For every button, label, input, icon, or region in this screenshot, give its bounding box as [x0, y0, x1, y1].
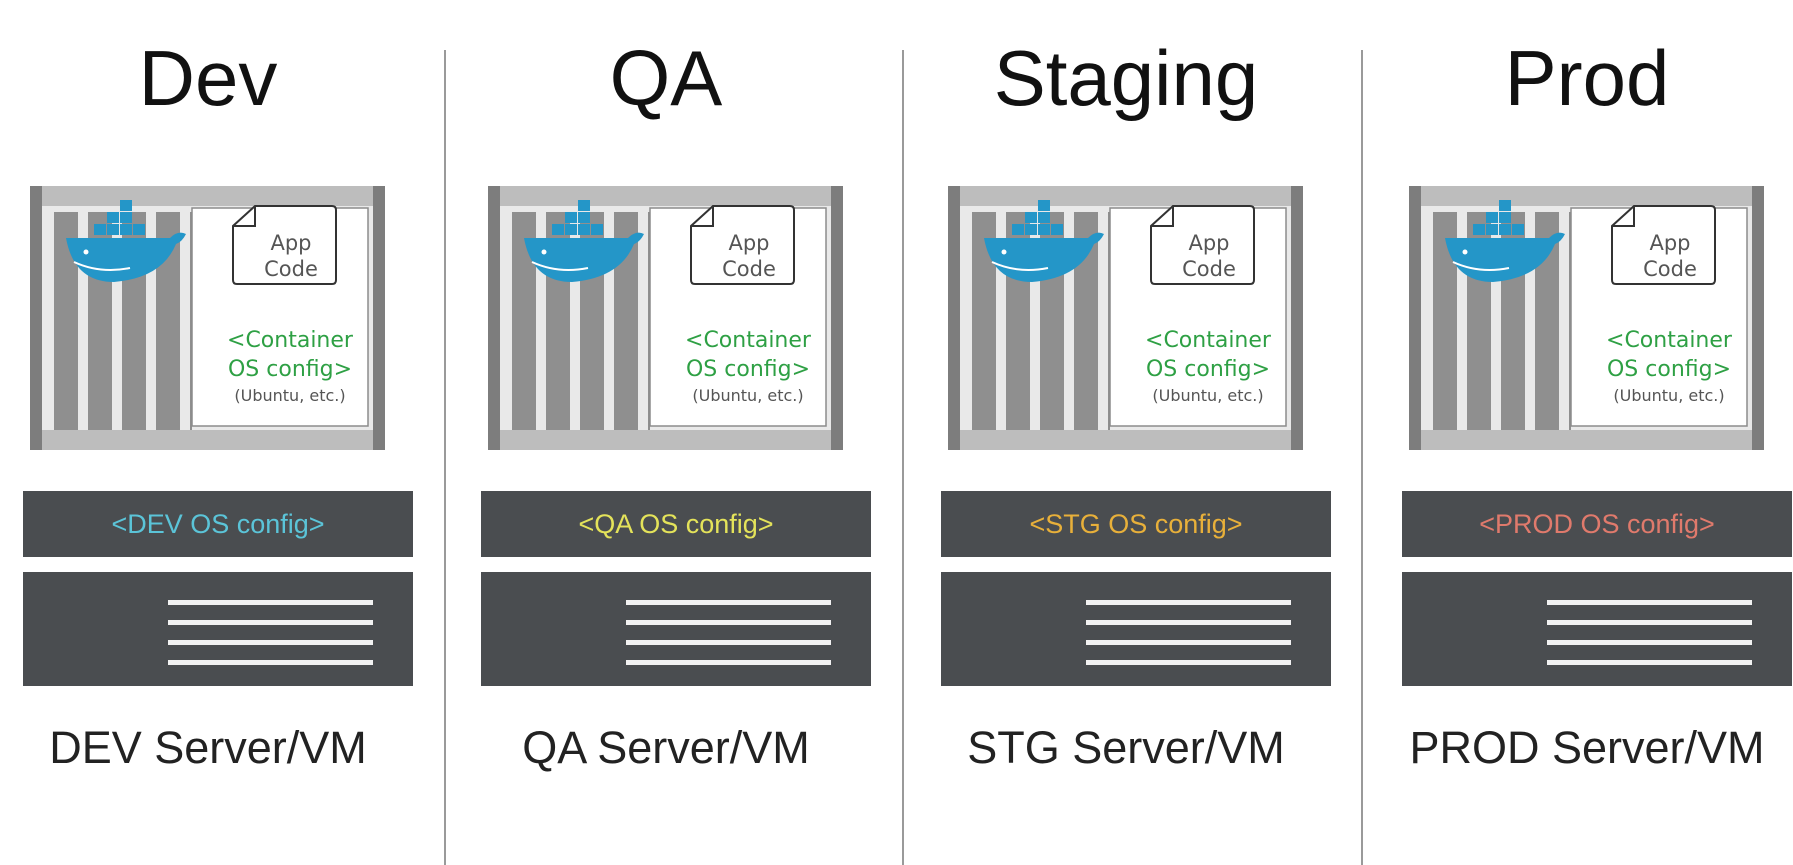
host-os-config-label: <PROD OS config>: [1479, 509, 1715, 539]
server-line: [1086, 600, 1291, 605]
environment-title: Prod: [1504, 34, 1670, 122]
server-line: [1547, 620, 1752, 625]
column-divider: [444, 50, 446, 865]
column-divider: [1361, 50, 1363, 865]
container-os-example: (Ubuntu, etc.): [692, 386, 804, 405]
environment-title: Dev: [138, 34, 278, 122]
document-icon: [1611, 205, 1716, 285]
docker-whale-icon: [66, 200, 186, 282]
host-os-config-label: <STG OS config>: [1029, 509, 1243, 539]
server-line: [1086, 620, 1291, 625]
environment-title: QA: [609, 34, 723, 122]
server-line: [1547, 640, 1752, 645]
server-line: [168, 660, 373, 665]
server-line: [626, 600, 831, 605]
container-os-config-label: <Container OS config>: [685, 328, 811, 382]
docker-whale-icon: [524, 200, 644, 282]
docker-container: App Code <Container OS config> (Ubuntu, …: [948, 186, 1303, 450]
host-os-config-bar: <QA OS config>: [481, 491, 871, 557]
host-os-config-bar: <PROD OS config>: [1402, 491, 1792, 557]
shipping-container-icon: [488, 186, 843, 450]
server-box: [23, 572, 413, 686]
container-os-config-label: <Container OS config>: [227, 328, 353, 382]
app-code-label: App Code: [264, 231, 318, 281]
environment-column: Staging App Code <Container OS config> (…: [926, 0, 1331, 865]
container-os-example: (Ubuntu, etc.): [234, 386, 346, 405]
environment-title: Staging: [993, 34, 1259, 122]
docker-container: App Code <Container OS config> (Ubuntu, …: [1409, 186, 1764, 450]
server-label: QA Server/VM: [522, 722, 810, 773]
shipping-container-icon: [1409, 186, 1764, 450]
server-line: [168, 600, 373, 605]
host-os-config-label: <QA OS config>: [578, 509, 774, 539]
server-line: [168, 620, 373, 625]
docker-whale-icon: [1445, 200, 1565, 282]
container-os-config-label: <Container OS config>: [1145, 328, 1271, 382]
docker-container: App Code <Container OS config> (Ubuntu, …: [30, 186, 385, 450]
server-box: [1402, 572, 1792, 686]
environment-column: Dev App Code <Container OS config> (Ubun…: [8, 0, 413, 865]
app-code-label: App Code: [1643, 231, 1697, 281]
docker-whale-icon: [984, 200, 1104, 282]
server-line: [1547, 600, 1752, 605]
server-line: [1086, 660, 1291, 665]
host-os-config-label: <DEV OS config>: [111, 509, 325, 539]
host-os-config-bar: <DEV OS config>: [23, 491, 413, 557]
container-os-config-label: <Container OS config>: [1606, 328, 1732, 382]
server-box: [941, 572, 1331, 686]
server-label: PROD Server/VM: [1409, 722, 1765, 773]
document-icon: [1150, 205, 1255, 285]
document-icon: [690, 205, 795, 285]
column-divider: [902, 50, 904, 865]
shipping-container-icon: [30, 186, 385, 450]
app-code-label: App Code: [722, 231, 776, 281]
server-line: [168, 640, 373, 645]
server-label: DEV Server/VM: [49, 722, 367, 773]
server-line: [626, 660, 831, 665]
shipping-container-icon: [948, 186, 1303, 450]
server-line: [1547, 660, 1752, 665]
server-label: STG Server/VM: [967, 722, 1285, 773]
host-os-config-bar: <STG OS config>: [941, 491, 1331, 557]
container-os-example: (Ubuntu, etc.): [1152, 386, 1264, 405]
environment-column: Prod App Code <Container OS config> (Ubu…: [1387, 0, 1792, 865]
document-icon: [232, 205, 337, 285]
app-code-label: App Code: [1182, 231, 1236, 281]
server-box: [481, 572, 871, 686]
server-line: [626, 620, 831, 625]
server-line: [626, 640, 831, 645]
server-line: [1086, 640, 1291, 645]
environment-column: QA App Code <Container OS config> (Ubunt…: [466, 0, 871, 865]
docker-container: App Code <Container OS config> (Ubuntu, …: [488, 186, 843, 450]
container-os-example: (Ubuntu, etc.): [1613, 386, 1725, 405]
